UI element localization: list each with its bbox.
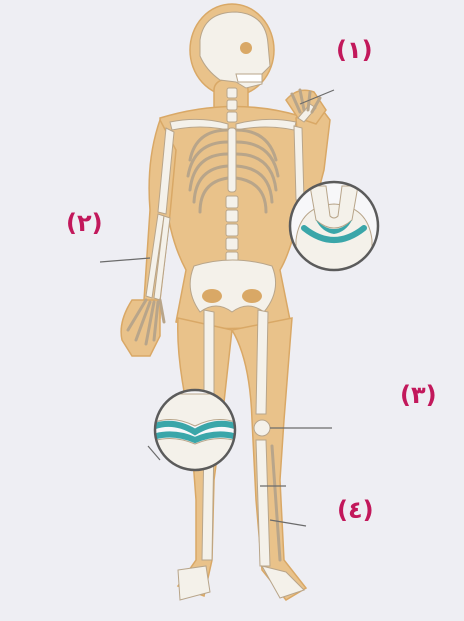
knee-joint-zoom (150, 390, 240, 470)
diagram-label-3: (٣) (400, 383, 437, 407)
shoulder-joint-zoom (290, 182, 378, 270)
diagram-label-4: (٤) (337, 498, 374, 522)
diagram-label-1: (١) (336, 38, 373, 62)
diagram-label-2: (٢) (66, 211, 103, 235)
